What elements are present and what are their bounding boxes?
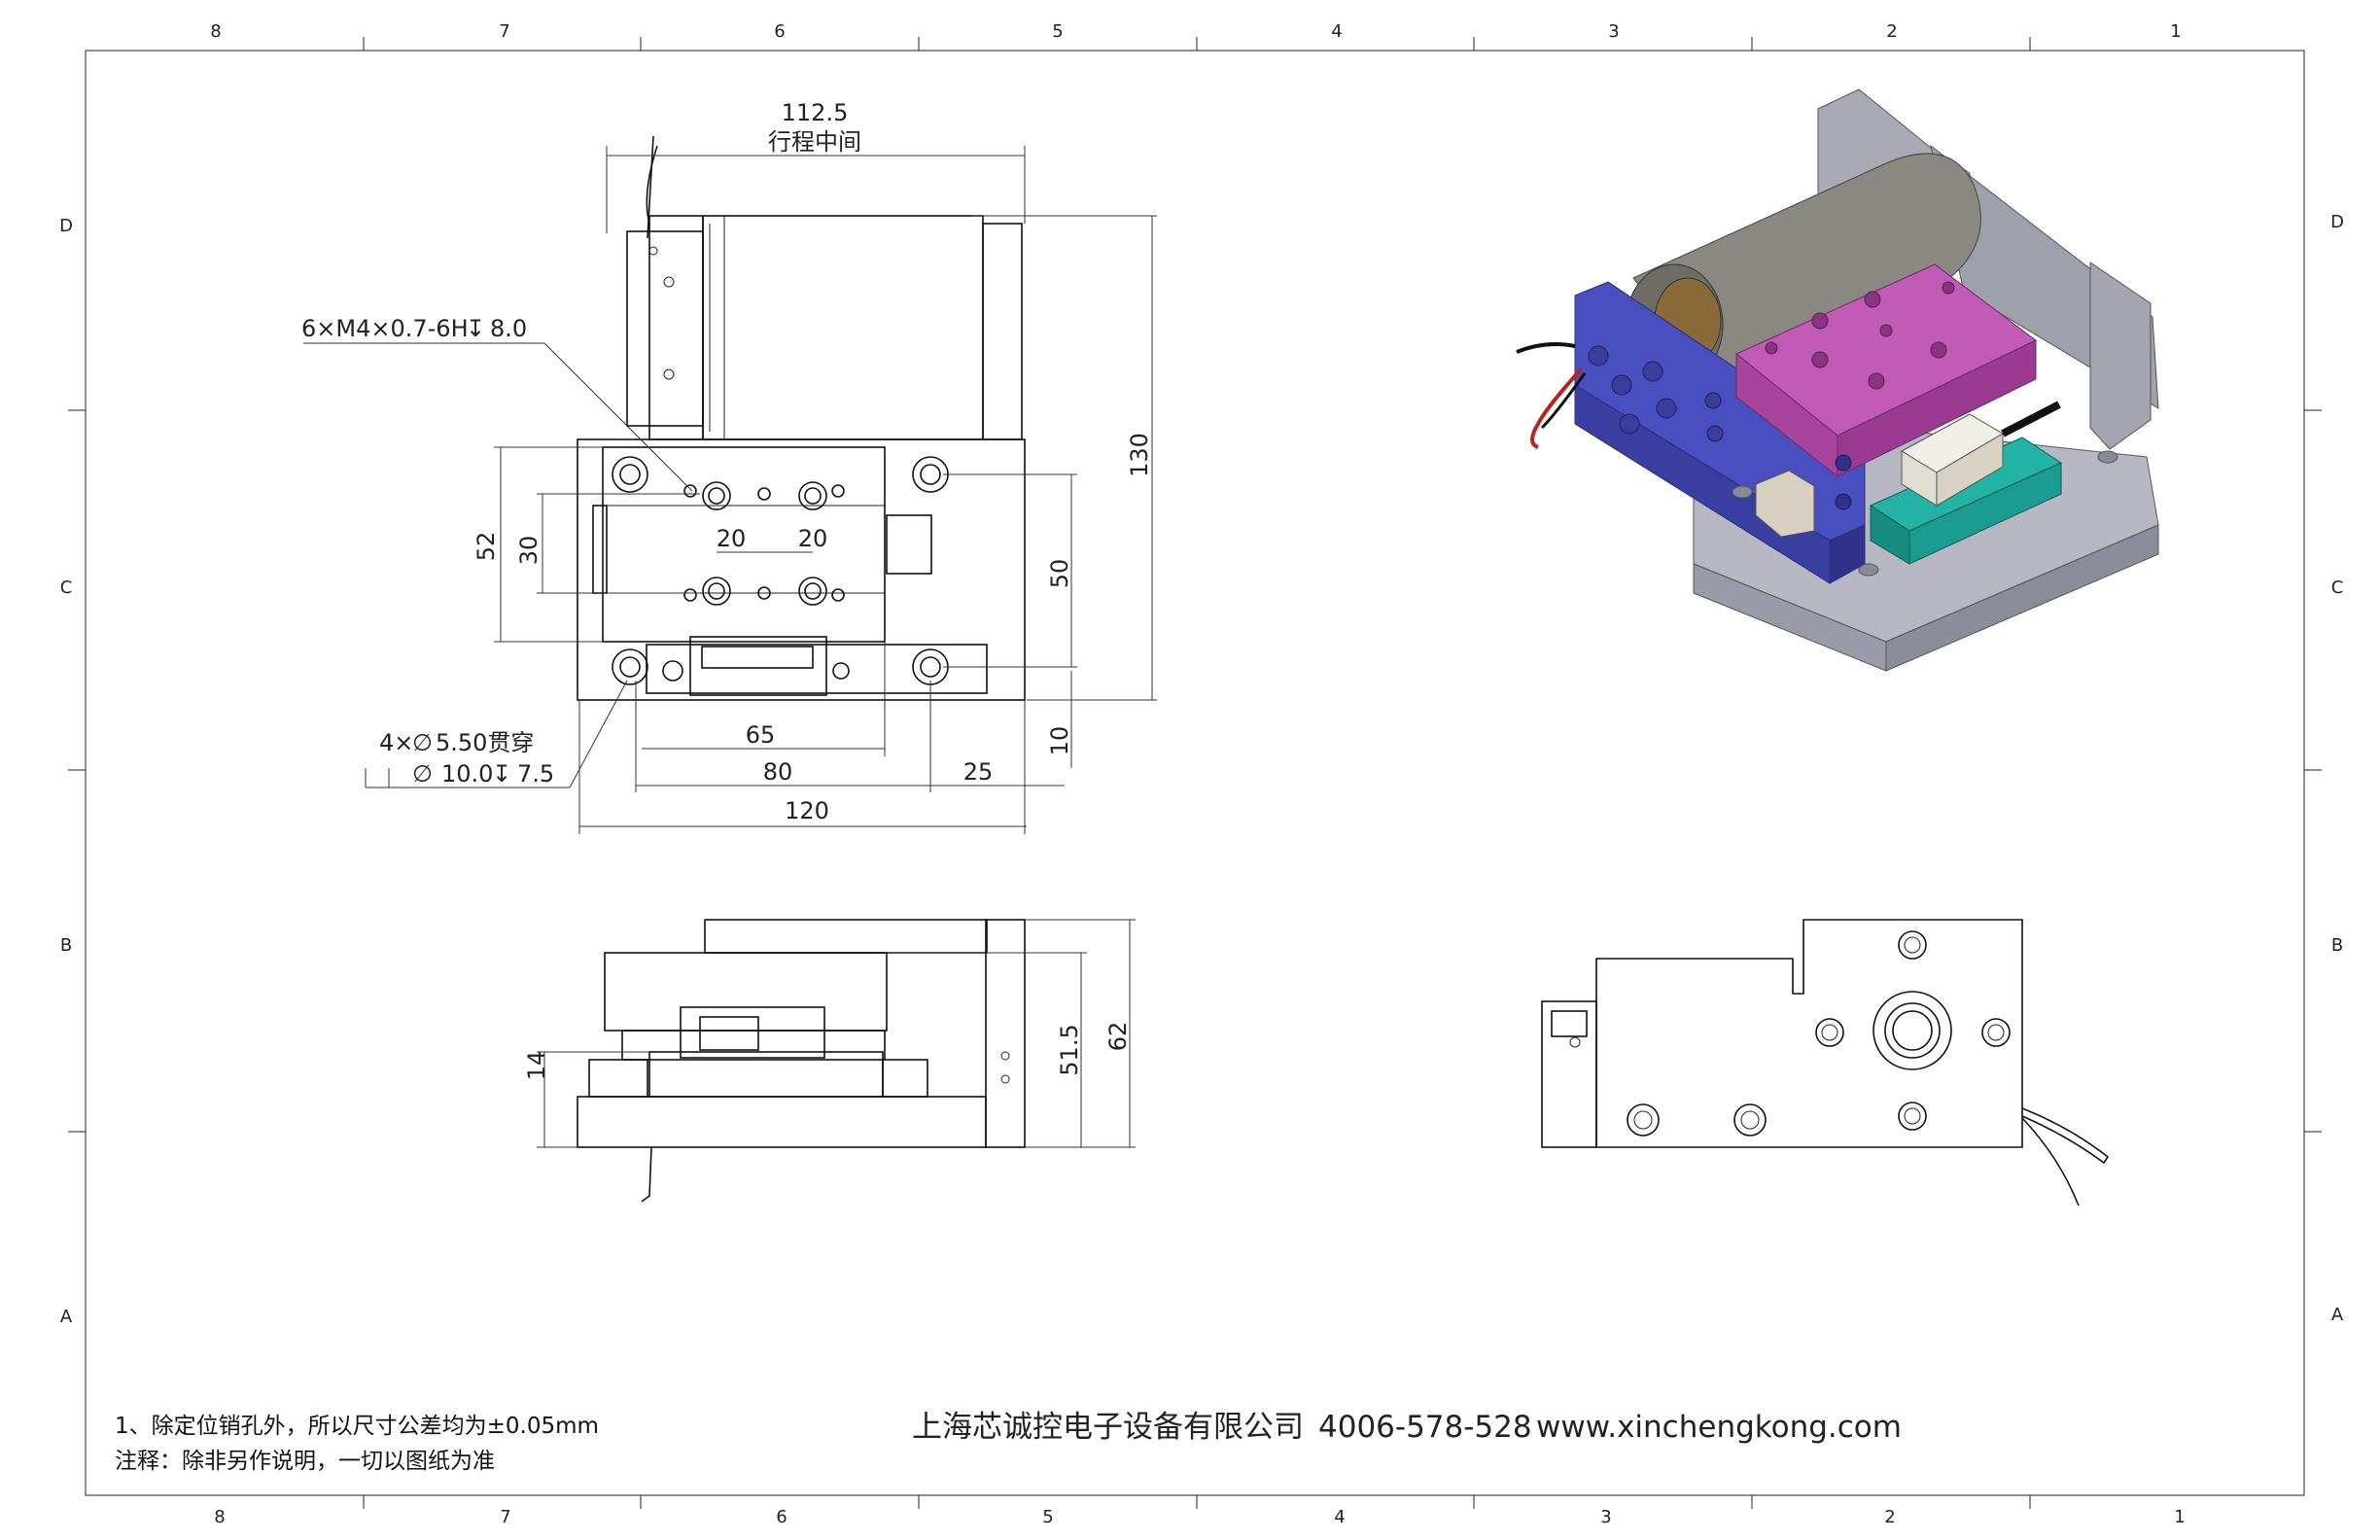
top-view [303, 135, 1157, 834]
drawing-frame [85, 50, 2305, 1496]
zone-left-C: C [60, 578, 73, 598]
zone-bottom-4: 4 [1334, 1507, 1345, 1527]
counterbore-diameter: 10.0 [441, 760, 493, 788]
zone-top-3: 3 [1608, 21, 1619, 42]
dim-30: 30 [515, 536, 542, 566]
dim-25: 25 [963, 758, 994, 786]
zone-bottom-8: 8 [214, 1507, 225, 1527]
depth-symbol: ↧ [466, 315, 485, 342]
depth-symbol-2: ↧ [492, 760, 511, 788]
zone-top-6: 6 [774, 21, 785, 42]
thread-depth: 8.0 [490, 315, 527, 342]
dim-10: 10 [1046, 726, 1073, 756]
dim-80: 80 [763, 758, 793, 786]
zone-bottom-1: 1 [2174, 1507, 2185, 1527]
zone-right-D: D [2330, 212, 2344, 232]
company-phone: 4006-578-528 [1318, 1410, 1532, 1445]
zone-left-B: B [60, 935, 72, 956]
company-website: www.xinchengkong.com [1536, 1410, 1902, 1445]
zone-top-1: 1 [2170, 21, 2181, 42]
dim-120: 120 [785, 797, 829, 824]
thread-callout: 6×M4×0.7-6H [301, 315, 469, 342]
travel-length-dim: 112.5 [782, 99, 849, 126]
zone-right-A: A [2331, 1305, 2344, 1325]
isometric-view [1516, 88, 2159, 672]
dim-50: 50 [1046, 559, 1073, 589]
zone-right-B: B [2331, 935, 2343, 956]
zone-ticks [68, 37, 2322, 1509]
zone-bottom-3: 3 [1600, 1507, 1611, 1527]
side-view [537, 919, 1136, 1203]
hole-diameter: 5.50贯穿 [436, 729, 534, 756]
dim-14: 14 [523, 1051, 550, 1081]
company-name: 上海芯诚控电子设备有限公司 [912, 1410, 1304, 1445]
counterbore-depth: 7.5 [517, 760, 554, 788]
zone-top-4: 4 [1331, 21, 1342, 42]
dim-20-right: 20 [798, 525, 828, 552]
zone-left-A: A [60, 1307, 73, 1327]
hole-count: 4× [379, 729, 413, 756]
zone-top-8: 8 [210, 21, 221, 42]
dim-62: 62 [1104, 1022, 1132, 1052]
zone-bottom-5: 5 [1042, 1507, 1053, 1527]
dim-51-5: 51.5 [1056, 1024, 1083, 1075]
travel-center-label: 行程中间 [768, 128, 861, 156]
diameter-symbol-2: ∅ [412, 760, 433, 788]
dim-52: 52 [472, 532, 500, 562]
zone-bottom-7: 7 [500, 1507, 510, 1527]
zone-left-D: D [59, 216, 73, 236]
end-view [1541, 919, 2110, 1207]
zone-bottom-2: 2 [1884, 1507, 1895, 1527]
note-line-1: 1、除定位销孔外，所以尺寸公差均为±0.05mm [115, 1414, 599, 1439]
zone-top-2: 2 [1886, 21, 1897, 42]
note-line-2: 注释：除非另作说明，一切以图纸为准 [115, 1449, 495, 1474]
dim-130: 130 [1126, 433, 1153, 477]
diameter-symbol-1: ∅ [412, 729, 433, 756]
dim-65: 65 [746, 721, 776, 749]
zone-right-C: C [2331, 578, 2344, 598]
zone-top-5: 5 [1052, 21, 1063, 42]
zone-top-7: 7 [499, 21, 509, 42]
zone-bottom-6: 6 [776, 1507, 787, 1527]
dim-20-left: 20 [717, 525, 747, 552]
